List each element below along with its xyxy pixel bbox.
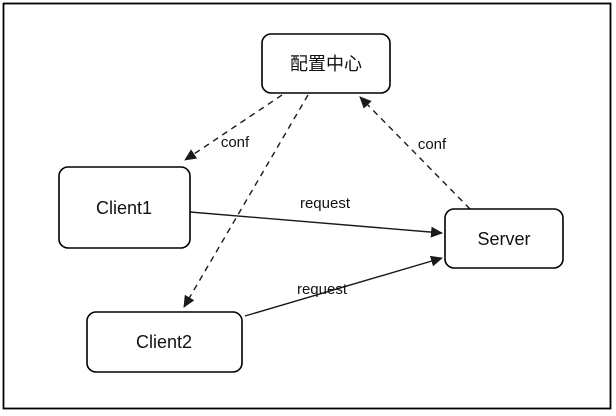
node-server: Server — [444, 208, 564, 269]
node-config-center-label: 配置中心 — [290, 54, 362, 74]
node-client1-label: Client1 — [96, 198, 152, 218]
edge-label-conf-left: conf — [221, 134, 250, 151]
edge-label-request-bottom: request — [297, 281, 348, 298]
node-client2: Client2 — [86, 311, 243, 373]
edge-label-request-top: request — [300, 195, 351, 212]
node-config-center: 配置中心 — [261, 33, 391, 94]
node-client1: Client1 — [58, 166, 191, 249]
edge-client1-to-server — [189, 211, 443, 238]
edge-server-to-config-center — [359, 96, 471, 210]
node-config-center-box — [261, 33, 391, 94]
edge-config-center-to-client2 — [183, 94, 309, 308]
edge-config-center-to-client1 — [184, 94, 283, 161]
node-client2-box — [86, 311, 243, 373]
node-server-box — [444, 208, 564, 269]
edge-labels: conf conf request request — [221, 134, 447, 298]
page-border — [2, 2, 612, 410]
edge-label-conf-right: conf — [418, 136, 447, 153]
node-client2-label: Client2 — [136, 332, 192, 352]
node-server-label: Server — [477, 229, 530, 249]
node-client1-box — [58, 166, 191, 249]
edge-client2-to-server — [244, 255, 443, 317]
edges — [183, 94, 471, 317]
